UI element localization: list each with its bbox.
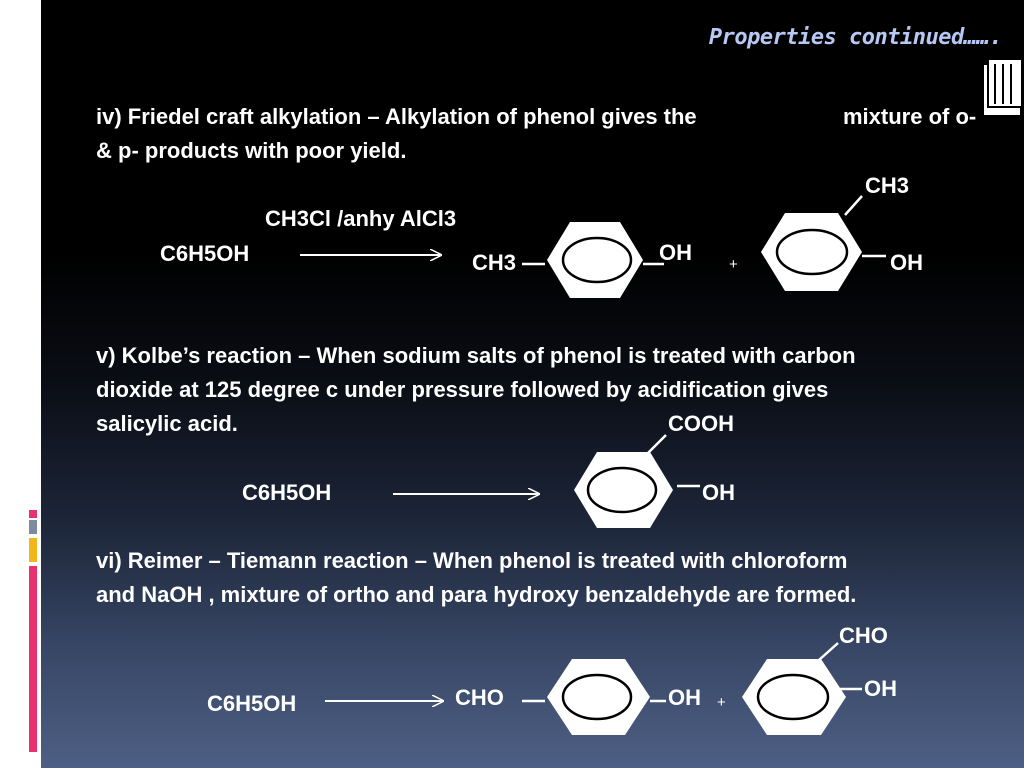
section-v-line3: salicylic acid.	[96, 411, 238, 436]
window-decoration-icon	[984, 58, 1023, 115]
plus-sign: +	[729, 256, 738, 273]
reactant-label: C6H5OH	[242, 480, 332, 505]
accent-strip-pink-small	[29, 510, 37, 518]
section-iv-line1-end: mixture of o-	[843, 104, 977, 129]
benzene-ring	[742, 659, 846, 735]
reactant-label: C6H5OH	[207, 691, 297, 716]
section-v-line1: v) Kolbe’s reaction – When sodium salts …	[96, 343, 856, 368]
section-vi-line2: and NaOH , mixture of ortho and para hyd…	[96, 582, 857, 607]
plus-sign: +	[717, 694, 726, 711]
para-methyl-label: CH3	[865, 173, 910, 198]
accent-strip-grey	[29, 520, 37, 534]
aldehyde-label: CHO	[455, 685, 504, 710]
chemical-bond	[818, 642, 839, 661]
hydroxyl-label: OH	[659, 240, 692, 265]
aldehyde-label: CHO	[839, 623, 888, 648]
benzene-ring	[547, 222, 643, 298]
hydroxyl-label: OH	[702, 480, 735, 505]
reactant-label: C6H5OH	[160, 241, 250, 266]
hydroxyl-label: OH	[890, 250, 923, 275]
accent-strip-pink	[29, 566, 37, 752]
slide-title: Properties continued…….	[708, 25, 1003, 50]
benzene-ring	[761, 213, 862, 291]
accent-strip-yellow	[29, 538, 37, 562]
hydroxyl-label: OH	[668, 685, 701, 710]
section-iv-line1: iv) Friedel craft alkylation – Alkylatio…	[96, 104, 697, 129]
section-vi-line1: vi) Reimer – Tiemann reaction – When phe…	[96, 548, 848, 573]
carboxyl-label: COOH	[668, 411, 734, 436]
section-iv-line2: & p- products with poor yield.	[96, 138, 407, 163]
section-v-line2: dioxide at 125 degree c under pressure f…	[96, 377, 829, 402]
hydroxyl-label: OH	[864, 676, 897, 701]
ortho-methyl-label: CH3	[472, 250, 517, 275]
chemical-bond	[647, 434, 667, 454]
chemical-bond	[844, 195, 863, 216]
benzene-ring	[574, 452, 673, 528]
reagent-label: CH3Cl /anhy AlCl3	[265, 206, 457, 231]
benzene-ring	[547, 659, 650, 735]
